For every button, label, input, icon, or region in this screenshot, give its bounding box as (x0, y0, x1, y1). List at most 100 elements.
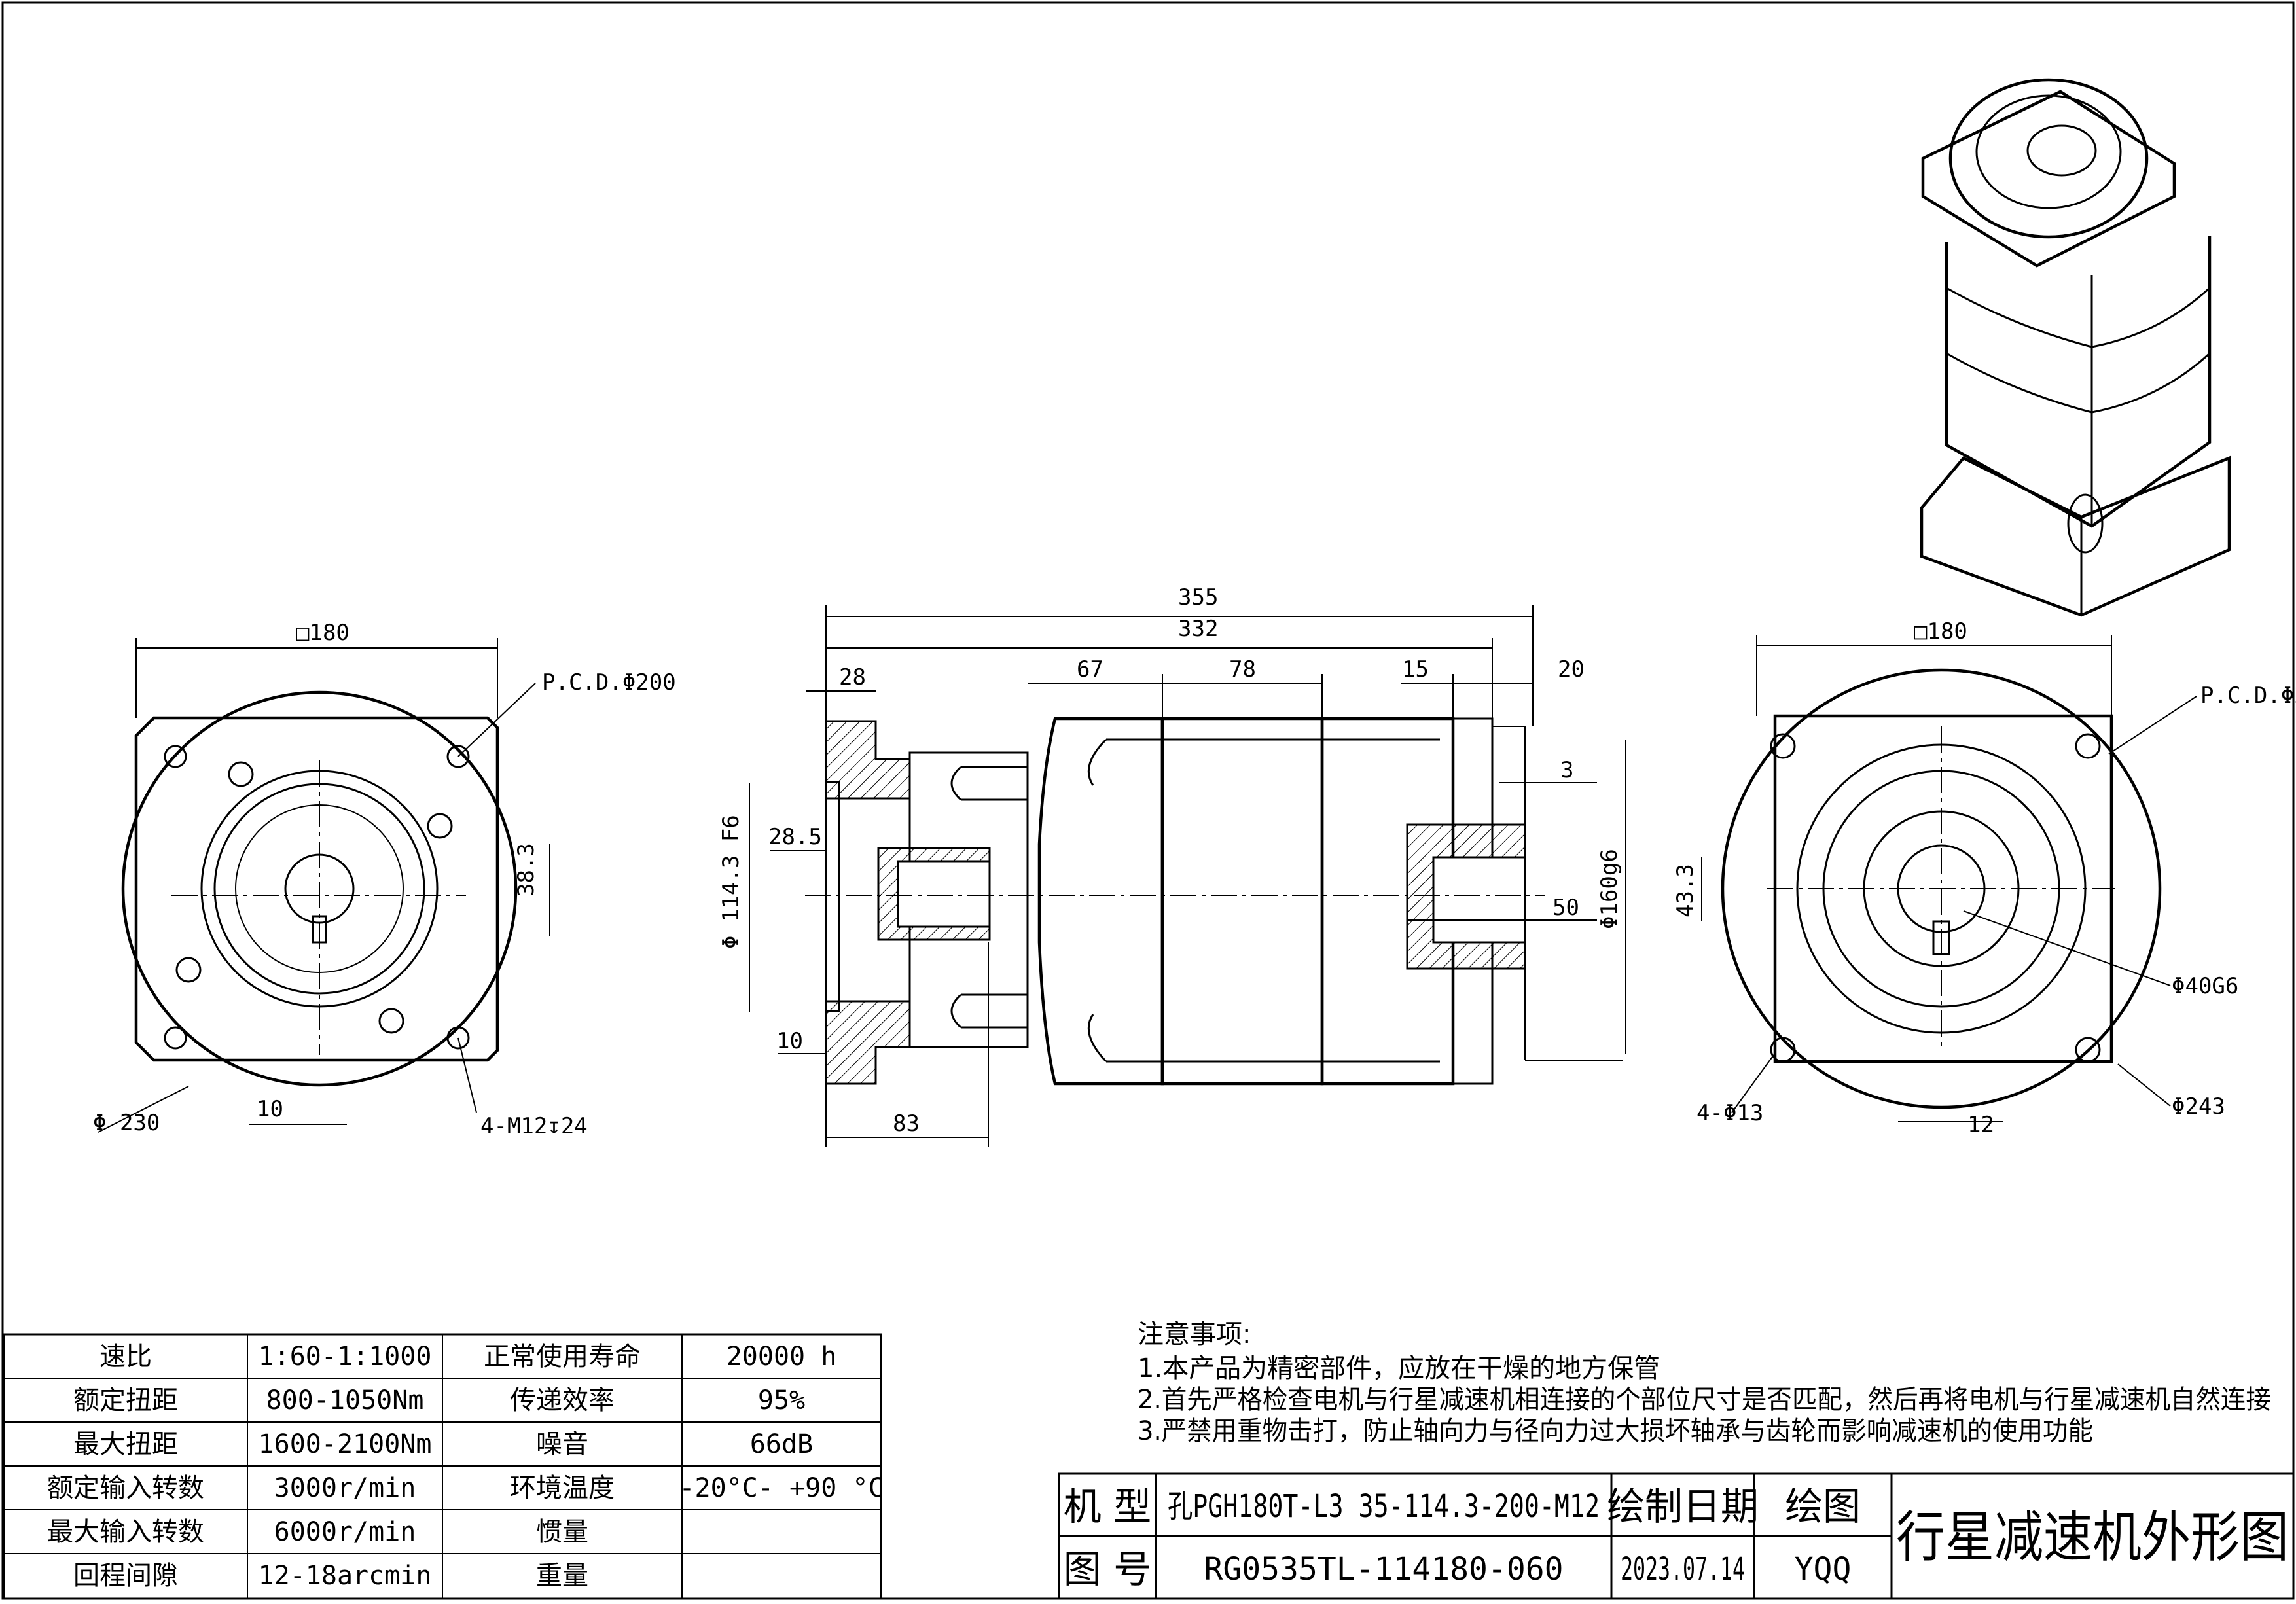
side-output-bore (1432, 856, 1526, 944)
front-tap-hole (164, 1026, 187, 1050)
side-shaft-len-label: 50 (1552, 895, 1579, 921)
spec-cell: 噪音 (536, 1429, 588, 1459)
iso-bottom-flange (1920, 455, 2231, 617)
front-key-height-label: 38.3 (513, 843, 539, 897)
side-seg2-label: 78 (1229, 656, 1256, 683)
notes-heading: 注意事项: (1138, 1319, 1251, 1349)
side-rib-ends (1087, 738, 1107, 1063)
spec-cell: 最大输入转数 (47, 1517, 204, 1547)
spec-cell: 惯量 (536, 1517, 588, 1547)
iso-top-ring (1975, 94, 2122, 209)
front-bolt-hole (378, 1008, 404, 1034)
rear-bolt-hole (2075, 1037, 2101, 1063)
front-tap-hole (446, 745, 470, 768)
spec-cell: -20°C- +90 °C (679, 1473, 884, 1503)
side-view: 355 332 28 67 78 15 20 3 Φ 114.3 F6 28.5… (718, 584, 1626, 1147)
rear-bolt-hole (1770, 1037, 1796, 1063)
front-bolt-hole (427, 813, 453, 839)
drawer-label: 绘图 (1785, 1484, 1861, 1529)
leader-line (2108, 696, 2197, 755)
date-value: 2023.07.14 (1621, 1551, 1745, 1588)
drawer-value: YQQ (1795, 1551, 1852, 1588)
rear-key-height-label: 43.3 (1672, 864, 1698, 918)
side-seg3-label: 15 (1402, 656, 1429, 683)
spec-cell: 额定扭距 (73, 1385, 178, 1416)
spec-cell: 速比 (99, 1342, 152, 1372)
side-total-label: 355 (1178, 584, 1218, 611)
front-taps-label: 4-M12↧24 (480, 1113, 588, 1139)
side-pilot-dia-label: Φ160g6 (1596, 849, 1623, 929)
rear-bore-label: Φ40G6 (2172, 973, 2238, 999)
iso-top-boss (1948, 78, 2149, 239)
spec-cell: 3000r/min (274, 1473, 416, 1503)
rear-flange-outline (1773, 714, 2113, 1063)
spec-cell: 回程间隙 (73, 1561, 178, 1591)
iso-top-flange (1921, 90, 2176, 268)
spec-cell: 20000 h (726, 1342, 837, 1372)
rear-view: □180 P.C.D.Φ215 43.3 Φ40G6 4-Φ13 Φ243 12 (1672, 618, 2296, 1138)
spec-cell: 额定输入转数 (47, 1473, 204, 1503)
side-housing-stage2 (1160, 717, 1324, 1086)
spec-cell: 66dB (750, 1429, 813, 1459)
rear-bolt-hole (1770, 733, 1796, 759)
spec-cell: 正常使用寿命 (484, 1342, 641, 1372)
side-pilot-label: 28.5 (768, 824, 822, 850)
front-flange-outline (134, 716, 499, 1062)
rear-square-label: □180 (1914, 618, 1967, 645)
rear-dia-label: Φ243 (2172, 1094, 2225, 1120)
spec-cell: 800-1050Nm (266, 1385, 424, 1416)
front-bolt-hole (228, 761, 254, 787)
front-flange-circle (121, 690, 518, 1087)
front-tap-hole (164, 745, 187, 768)
side-slot-bottom (950, 993, 1028, 1029)
spec-cell: 1600-2100Nm (259, 1429, 432, 1459)
side-body-label: 332 (1178, 616, 1218, 642)
side-shaft-offset-label: 3 (1560, 757, 1573, 783)
leader-line (98, 1086, 189, 1133)
spec-cell: 传递效率 (510, 1385, 615, 1416)
spec-cell: 环境温度 (510, 1473, 615, 1503)
iso-bottom-slot (2067, 493, 2104, 554)
front-square-label: □180 (296, 620, 350, 646)
rear-bolt-hole (2075, 733, 2101, 759)
front-dia-label: Φ 230 (93, 1110, 160, 1136)
drawing-no-value: RG0535TL-114180-060 (1204, 1551, 1563, 1588)
side-flange-section-bottom (825, 1000, 911, 1085)
note-item: 1.本产品为精密部件，应放在干燥的地方保管 (1138, 1353, 1660, 1383)
side-input-label: 83 (893, 1111, 920, 1137)
leader-line (457, 1037, 477, 1113)
spec-table: 速比 1:60-1:1000 正常使用寿命 20000 h 额定扭距 800-1… (3, 1333, 884, 1600)
spec-cell: 12-18arcmin (259, 1561, 432, 1591)
side-recess-label: 10 (776, 1028, 803, 1054)
note-item: 3.严禁用重物击打，防止轴向力与径向力过大损坏轴承与齿轮而影响减速机的使用功能 (1138, 1416, 2093, 1446)
note-item: 2.首先严格检查电机与行星减速机相连接的个部位尺寸是否匹配，然后再将电机与行星减… (1138, 1385, 2271, 1415)
side-coupling-bore (897, 860, 991, 928)
model-value: 孔PGH180T-L3 35-114.3-200-M12 (1168, 1488, 1600, 1525)
side-seg1-label: 67 (1077, 656, 1103, 683)
front-bolt-hole (175, 957, 202, 983)
spec-cell: 6000r/min (274, 1517, 416, 1547)
iso-top-bore (2026, 124, 2097, 177)
rear-flange-circle (1721, 668, 2162, 1109)
rear-key-width-label: 12 (1967, 1112, 1994, 1138)
side-flange-label: 28 (839, 664, 866, 690)
leader-line (2117, 1063, 2171, 1107)
front-tap-hole (446, 1026, 470, 1050)
drawing-title: 行星减速机外形图 (1896, 1505, 2289, 1569)
leader-line (457, 683, 536, 757)
side-housing-stage1 (1037, 717, 1164, 1086)
rear-pcd-label: P.C.D.Φ215 (2200, 683, 2296, 709)
title-block: 机 型 孔PGH180T-L3 35-114.3-200-M12 绘制日期 绘图… (1058, 1472, 2295, 1600)
side-bore-label: Φ 114.3 F6 (718, 815, 744, 949)
iso-body-bands (1946, 287, 2211, 414)
side-seg4-label: 20 (1558, 656, 1585, 683)
model-label: 机 型 (1064, 1484, 1151, 1529)
front-view: □180 P.C.D.Φ200 Φ 230 10 38.3 4-M12↧24 (93, 620, 676, 1139)
side-flange-face (825, 781, 840, 1012)
spec-cell: 1:60-1:1000 (259, 1342, 432, 1372)
leader-line (1731, 1054, 1774, 1113)
drawing-no-label: 图 号 (1064, 1547, 1151, 1592)
spec-cell: 重量 (536, 1561, 588, 1591)
